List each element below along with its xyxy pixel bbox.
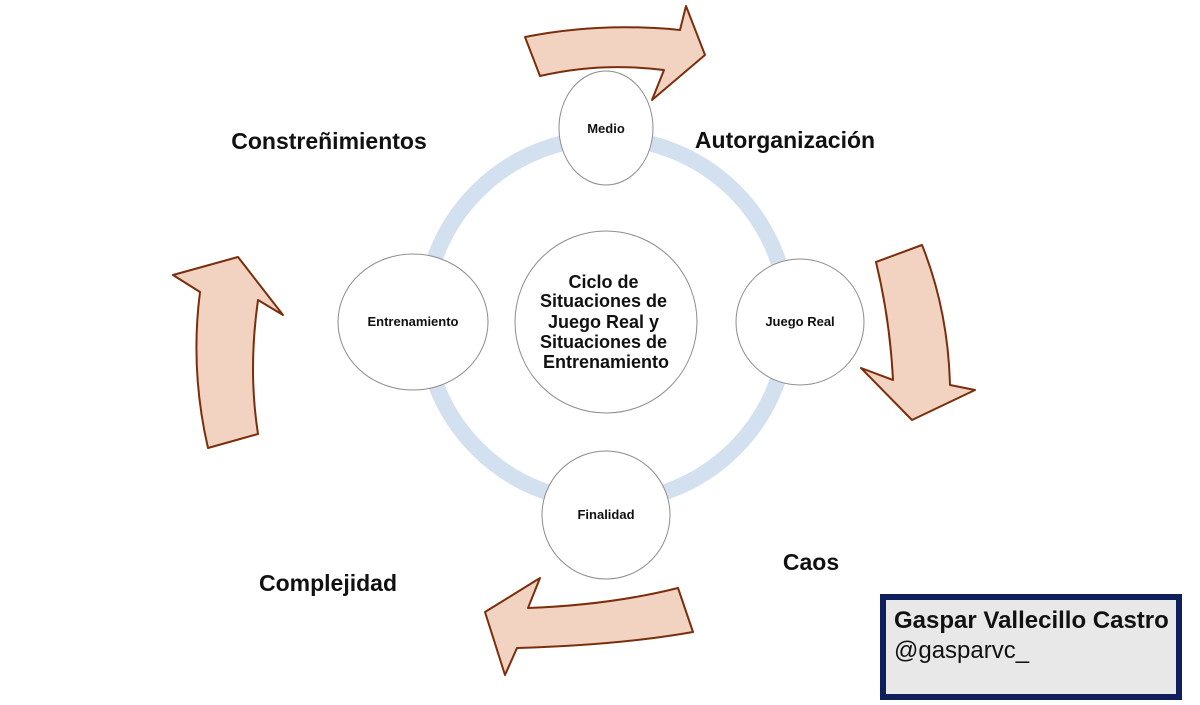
- node-medio: Medio: [558, 70, 654, 186]
- concept-constrenimientos: Constreñimientos: [231, 128, 427, 154]
- author-handle: @gasparvc_: [894, 637, 1030, 664]
- node-medio-label: Medio: [587, 121, 625, 136]
- concept-caos: Caos: [783, 549, 839, 575]
- node-finalidad: Finalidad: [541, 450, 671, 580]
- node-entrenamiento: Entrenamiento: [337, 253, 489, 391]
- node-finalidad-label: Finalidad: [577, 507, 634, 522]
- author-credit-box: Gaspar Vallecillo Castro @gasparvc_: [880, 594, 1182, 700]
- node-juego-real: Juego Real: [735, 258, 865, 386]
- node-entrenamiento-label: Entrenamiento: [367, 314, 458, 329]
- center-label: Ciclo de Situaciones de Juego Real y Sit…: [540, 272, 672, 372]
- arrow-top-icon: [524, 5, 706, 101]
- arrow-right-icon: [860, 244, 976, 421]
- author-name: Gaspar Vallecillo Castro: [894, 607, 1169, 634]
- node-juego-real-label: Juego Real: [765, 314, 834, 329]
- arrow-left-icon: [172, 256, 284, 449]
- concept-autorganizacion: Autorganización: [695, 127, 875, 153]
- center-circle: [514, 230, 698, 414]
- concept-complejidad: Complejidad: [259, 570, 397, 596]
- arrow-bottom-icon: [484, 577, 694, 676]
